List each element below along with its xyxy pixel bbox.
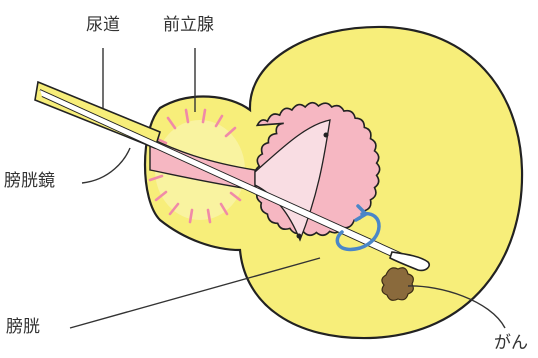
- ureteral-orifice-lower: [297, 234, 302, 239]
- ureteral-orifice-upper: [324, 133, 329, 138]
- cystoscope-leader: [82, 148, 130, 183]
- prostate-label: 前立腺: [163, 17, 214, 34]
- cystoscope-label: 膀胱鏡: [4, 173, 55, 190]
- urethra-label: 尿道: [86, 17, 120, 34]
- cancer-label: がん: [494, 335, 528, 352]
- bladder-label: 膀胱: [6, 319, 40, 336]
